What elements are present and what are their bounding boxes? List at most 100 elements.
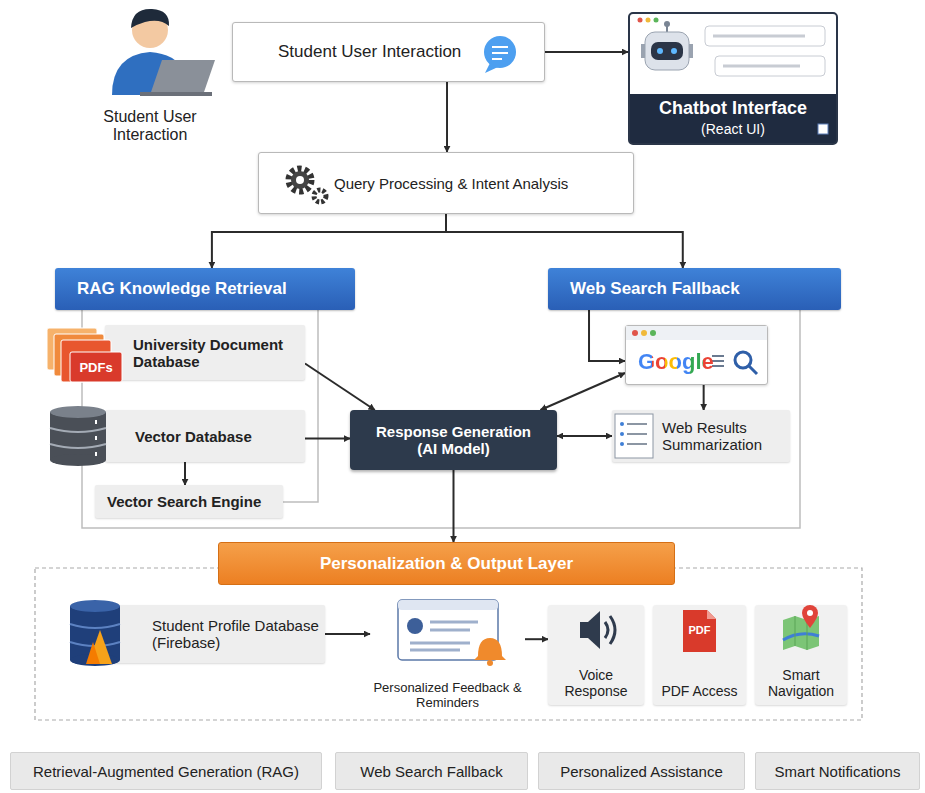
feedback-card-icon [398,600,498,610]
student-figure [140,92,212,96]
feedback-card-icon [474,638,506,660]
pdf-stack-icon [47,328,97,370]
robot-icon [671,48,677,54]
document-list-icon [615,414,653,458]
output-tile: Voice Response [548,605,644,705]
chat-bubble-icon [485,63,498,73]
pdf-icon [683,610,716,652]
flow-arrow [305,364,375,411]
map-icon [807,610,813,616]
browser-chrome [749,366,757,374]
speaker-icon [580,622,588,638]
robot-icon [638,18,643,23]
firebase-database-icon [70,600,120,612]
data-box: Web Results Summarization [612,410,790,462]
gear-icon [291,171,309,189]
node-text: (React UI) [630,121,836,137]
browser-chrome [735,352,751,368]
data-box: Student Profile Database (Firebase) [105,605,325,663]
dashed-region [35,568,862,720]
group-outline [82,310,800,528]
data-box: Vector Search Engine [95,485,283,518]
robot-icon [723,65,800,68]
map-icon [783,634,819,640]
speaker-icon [605,616,615,644]
process-box: Query Processing & Intent Analysis [258,152,634,214]
data-box: University Document Database [105,325,305,380]
map-icon [802,605,818,628]
firebase-database-icon [70,654,120,666]
document-list-icon [627,424,647,444]
node-text: (AI Model) [354,440,553,457]
robot-icon [666,24,668,32]
chat-bubble-icon [492,47,508,59]
firebase-database-icon [86,642,100,664]
pdf-stack-icon [47,328,122,382]
pdf-stack-icon [61,340,111,382]
group-outline [82,310,800,528]
firebase-database-icon [70,624,120,646]
chatbot-card: Chatbot Interface(React UI) [628,12,838,145]
document-list-icon [620,442,624,446]
robot-icon [689,44,693,58]
firebase-database-icon [70,600,120,666]
dashed-region [35,568,862,720]
flow-arrow [446,82,448,152]
figure-caption: Student User Interaction [80,108,220,144]
interaction-box: Student User Interaction [232,22,545,82]
document-list-icon [620,432,624,436]
student-figure [112,9,215,96]
flow-arrow [212,214,446,268]
feedback-card-icon [398,600,498,660]
node-text: Voice Response [552,667,640,699]
pdf-icon [683,610,716,652]
feature-pill: Web Search Fallback [335,752,528,790]
feature-pill: Personalized Assistance [538,752,745,790]
node-text: Query Processing & Intent Analysis [334,175,633,192]
browser-box: Google [625,325,768,385]
node-text: Smart Navigation [759,667,843,699]
database-icon [50,406,106,418]
output-region: Personalization & Output LayerStudent Pr… [35,542,862,720]
flow-arrow [545,51,628,53]
speaker-icon [588,611,600,649]
pdf-stack-icon [54,334,104,376]
node-text: Student Profile Database (Firebase) [152,617,319,651]
flow-arrow [305,438,350,440]
robot-icon [664,21,670,27]
flow-arrow [703,385,705,410]
section-band: Web Search Fallback [548,268,841,310]
node-text: University Document Database [133,336,299,370]
document-list-icon [615,414,653,458]
flow-arrow [453,470,455,542]
node-text: Web Search Fallback [570,279,841,299]
firebase-database-icon [70,606,120,660]
student-figure [131,9,169,28]
feedback-card-icon [398,600,506,666]
chat-bubble-icon [484,36,516,73]
data-box: Vector Database [105,410,305,462]
robot-icon [638,18,829,135]
browser-chrome [626,326,767,340]
output-tile: Smart Navigation [755,605,847,705]
speaker-icon [580,611,615,649]
pdf-icon [707,610,716,619]
feature-pill: Retrieval-Augmented Generation (RAG) [10,752,322,790]
icon-label: PDF [683,624,716,636]
section-band: RAG Knowledge Retrieval [55,268,355,310]
gear-icon [318,194,323,199]
node-text: Personalization & Output Layer [218,542,675,585]
node-text: Vector Search Engine [107,493,277,510]
node-text: Vector Database [135,428,299,445]
student-figure [132,12,168,48]
flow-arrow [589,310,625,361]
feedback-card-icon [487,660,493,666]
pdf-stack-icon [70,352,122,382]
node-text: Response Generation [354,423,553,440]
robot-icon [715,56,825,76]
node-text: Web Search Fallback [336,763,527,780]
browser-chrome [626,326,767,374]
flow-arrow [540,373,625,410]
firebase-database-icon [88,630,112,664]
map-icon [783,605,819,650]
